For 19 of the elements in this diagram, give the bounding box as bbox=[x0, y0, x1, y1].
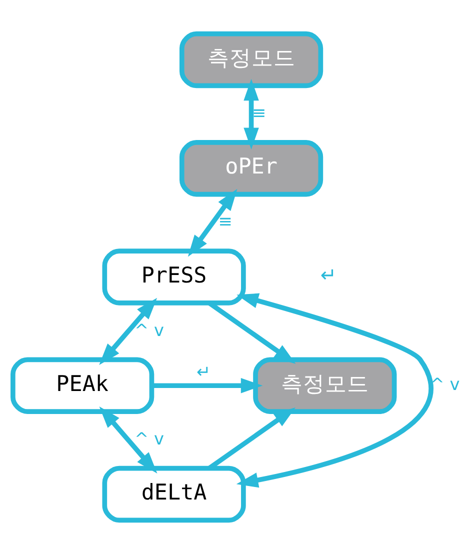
node-box: 측정모드 bbox=[179, 31, 324, 88]
arrow bbox=[152, 378, 263, 394]
node-box: PrESS bbox=[102, 248, 246, 306]
node-box: 측정모드 bbox=[253, 357, 397, 414]
edge-label: ^ v bbox=[430, 374, 460, 394]
node-box: oPEr bbox=[179, 140, 324, 197]
arrow bbox=[244, 78, 259, 150]
arrow bbox=[236, 293, 434, 488]
edge-label: ≡ bbox=[218, 211, 232, 232]
arrow bbox=[99, 298, 158, 365]
edge-label: ↵ bbox=[196, 361, 211, 382]
edge-label: ≡ bbox=[252, 102, 266, 123]
node-box: PEAk bbox=[10, 357, 154, 414]
label: ↵ bbox=[320, 264, 337, 287]
node-box: dELtA bbox=[102, 466, 246, 523]
edge-label: ^ v bbox=[134, 428, 164, 448]
arrow bbox=[188, 188, 238, 257]
arrow bbox=[99, 406, 158, 474]
edge-label: ^ v bbox=[134, 320, 164, 340]
